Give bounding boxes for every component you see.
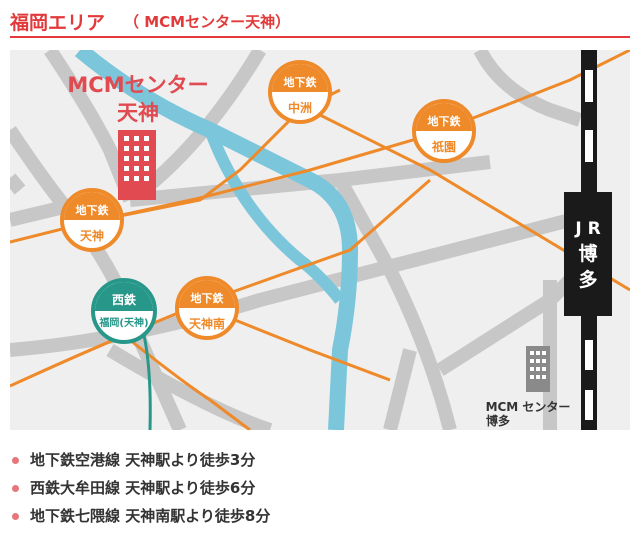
mcm-hakata-label-line2: 博多 bbox=[486, 413, 510, 428]
access-note-text: 地下鉄七隈線 天神南駅より徒歩8分 bbox=[30, 507, 271, 525]
mcm-tenjin-label-line2: 天神 bbox=[117, 101, 159, 125]
station-gion-line: 地下鉄 bbox=[428, 114, 462, 128]
station-gion: 地下鉄 祇園 bbox=[412, 99, 476, 163]
access-note-text: 西鉄大牟田線 天神駅より徒歩6分 bbox=[30, 479, 256, 497]
station-nishitetsu-name: 福岡(天神) bbox=[98, 316, 148, 329]
mcm-hakata-label-line1: MCM センター bbox=[486, 400, 571, 414]
river-branch bbox=[204, 127, 345, 304]
station-nishitetsu-line: 西鉄 bbox=[112, 292, 136, 307]
page-title: 福岡エリア bbox=[10, 12, 106, 34]
station-tenjin-minami-line: 地下鉄 bbox=[191, 291, 225, 305]
station-nakasu: 地下鉄 中洲 bbox=[268, 60, 332, 124]
jr-label-haku: 博 bbox=[578, 242, 597, 265]
station-tenjin-minami-name: 天神南 bbox=[189, 316, 225, 331]
bullet-icon bbox=[12, 485, 19, 492]
page-header: 福岡エリア （ MCMセンター天神） bbox=[10, 6, 630, 38]
station-nakasu-line: 地下鉄 bbox=[284, 75, 318, 89]
access-notes: 地下鉄空港線 天神駅より徒歩3分 西鉄大牟田線 天神駅より徒歩6分 地下鉄七隈線… bbox=[10, 446, 630, 530]
station-tenjin-name: 天神 bbox=[80, 228, 104, 243]
station-tenjin-line: 地下鉄 bbox=[76, 203, 110, 217]
jr-hakata-station: J R 博 多 bbox=[564, 192, 612, 316]
access-note-item: 地下鉄七隈線 天神南駅より徒歩8分 bbox=[10, 502, 630, 530]
station-gion-name: 祇園 bbox=[431, 139, 456, 154]
access-note-item: 西鉄大牟田線 天神駅より徒歩6分 bbox=[10, 474, 630, 502]
mcm-tenjin-building-icon bbox=[118, 130, 156, 200]
bullet-icon bbox=[12, 513, 19, 520]
station-tenjin-minami: 地下鉄 天神南 bbox=[175, 276, 239, 340]
access-note-text: 地下鉄空港線 天神駅より徒歩3分 bbox=[30, 451, 256, 469]
station-nishitetsu-fukuoka: 西鉄 福岡(天神) bbox=[91, 278, 157, 344]
mcm-tenjin-label-line1: MCMセンター bbox=[67, 73, 208, 97]
area-map: J R 博 多 MCMセンター 天神 bbox=[10, 50, 630, 430]
station-nakasu-name: 中洲 bbox=[288, 100, 312, 115]
jr-label: J R bbox=[574, 219, 600, 239]
bullet-icon bbox=[12, 457, 19, 464]
mcm-hakata-building-icon bbox=[526, 346, 550, 392]
access-note-item: 地下鉄空港線 天神駅より徒歩3分 bbox=[10, 446, 630, 474]
station-tenjin: 地下鉄 天神 bbox=[60, 188, 124, 252]
jr-label-ta: 多 bbox=[578, 268, 597, 291]
page-subtitle: （ MCMセンター天神） bbox=[124, 13, 291, 31]
river bbox=[74, 50, 358, 430]
